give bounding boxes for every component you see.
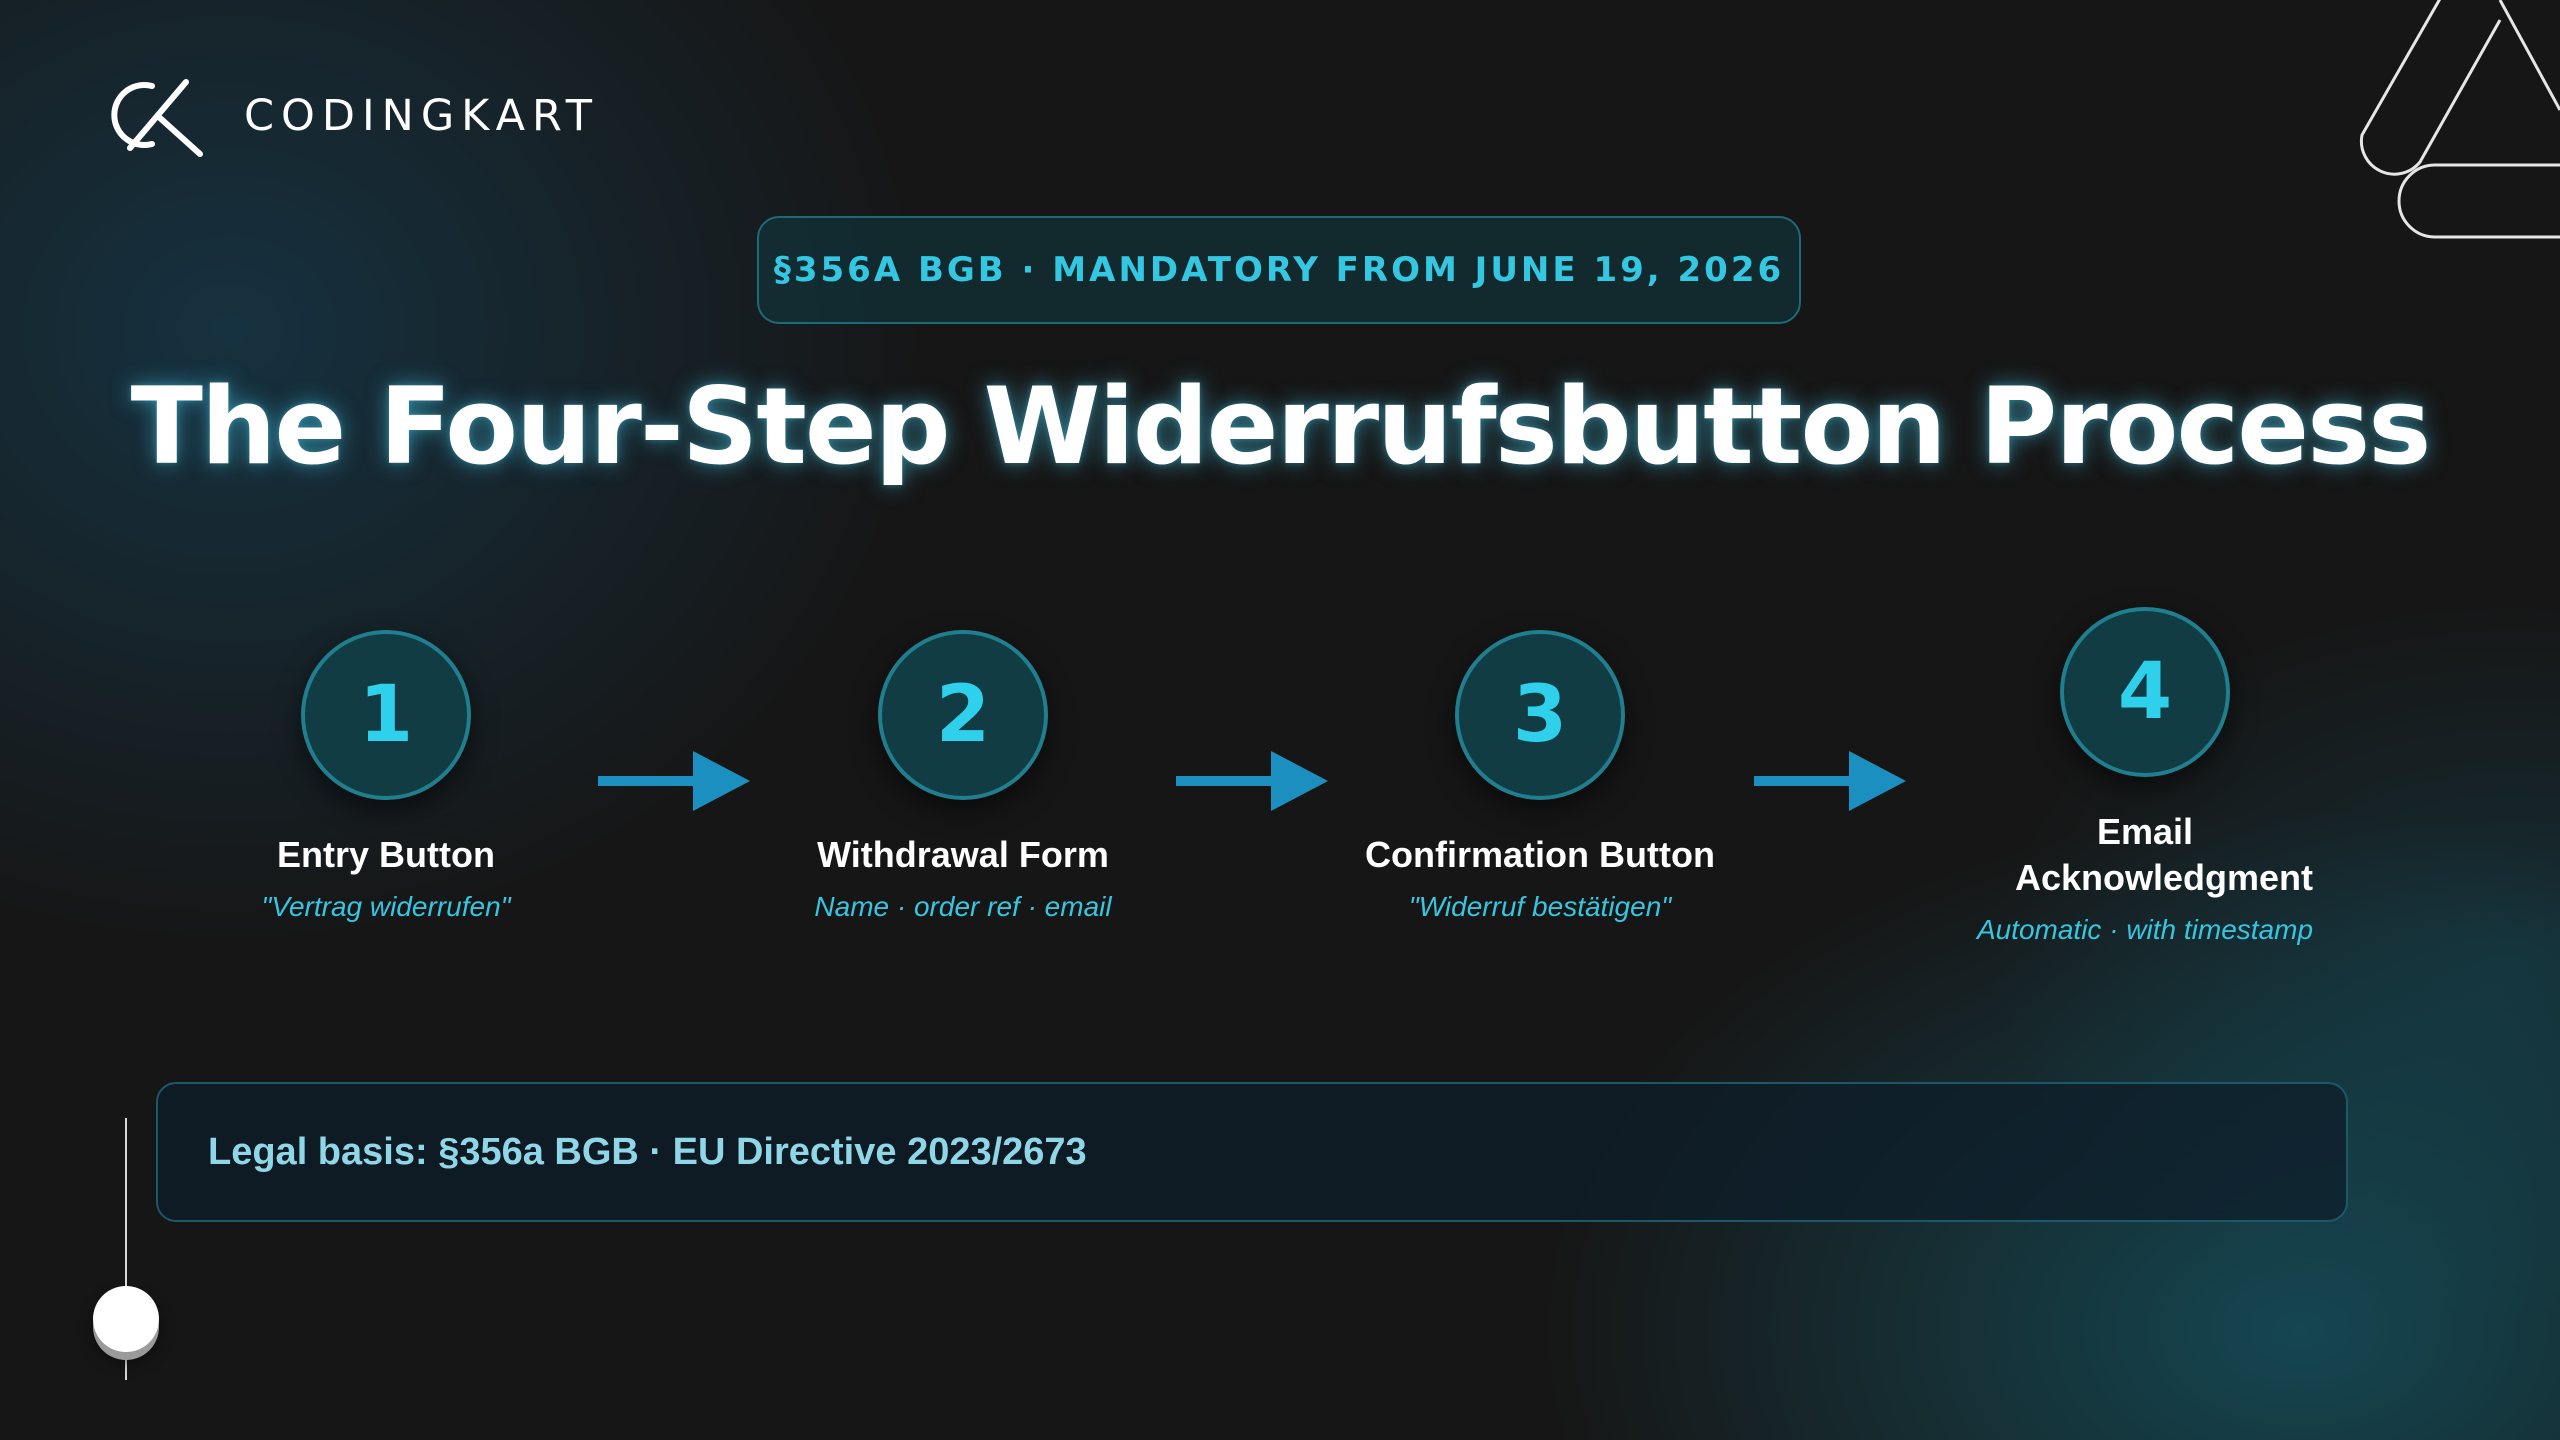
legal-basis-box: Legal basis: §356a BGB · EU Directive 20… [156, 1082, 2348, 1222]
arrow-right-icon [1754, 751, 1906, 811]
step-1: 1 Entry Button "Vertrag widerrufen" [166, 630, 606, 924]
ck-monogram-icon [111, 79, 203, 157]
arrow-right-icon [598, 751, 750, 811]
slider-knob [93, 1286, 159, 1352]
step-subtitle: Name · order ref · email [814, 891, 1112, 922]
step-title: Entry Button [277, 834, 495, 875]
decorative-shapes [2359, 0, 2560, 239]
step-title: Email Acknowledgment [2015, 811, 2314, 898]
page-title: The Four-Step Widerrufsbutton Process [130, 365, 2432, 488]
step-subtitle: Automatic · with timestamp [1976, 914, 2314, 945]
step-3: 3 Confirmation Button "Widerruf bestätig… [1320, 630, 1760, 924]
arrow-right-icon [1176, 751, 1328, 811]
step-2: 2 Withdrawal Form Name · order ref · ema… [743, 630, 1183, 924]
step-title: Withdrawal Form [817, 834, 1109, 875]
brand-name: CODINGKART [244, 91, 600, 141]
step-subtitle: "Widerruf bestätigen" [1408, 891, 1672, 922]
mandatory-date-badge: §356A BGB · MANDATORY FROM JUNE 19, 2026 [757, 216, 1801, 324]
step-number-circle: 4 [2060, 607, 2230, 777]
slider-track [125, 1118, 127, 1380]
step-number-circle: 3 [1455, 630, 1625, 800]
brand-logo: CODINGKART [90, 74, 599, 158]
step-4: 4 Email Acknowledgment Automatic · with … [1925, 607, 2365, 947]
step-subtitle: "Vertrag widerrufen" [261, 891, 511, 922]
step-number-circle: 2 [878, 630, 1048, 800]
legal-basis-text: Legal basis: §356a BGB · EU Directive 20… [208, 1130, 1087, 1173]
step-number-circle: 1 [301, 630, 471, 800]
step-title: Confirmation Button [1365, 834, 1715, 875]
